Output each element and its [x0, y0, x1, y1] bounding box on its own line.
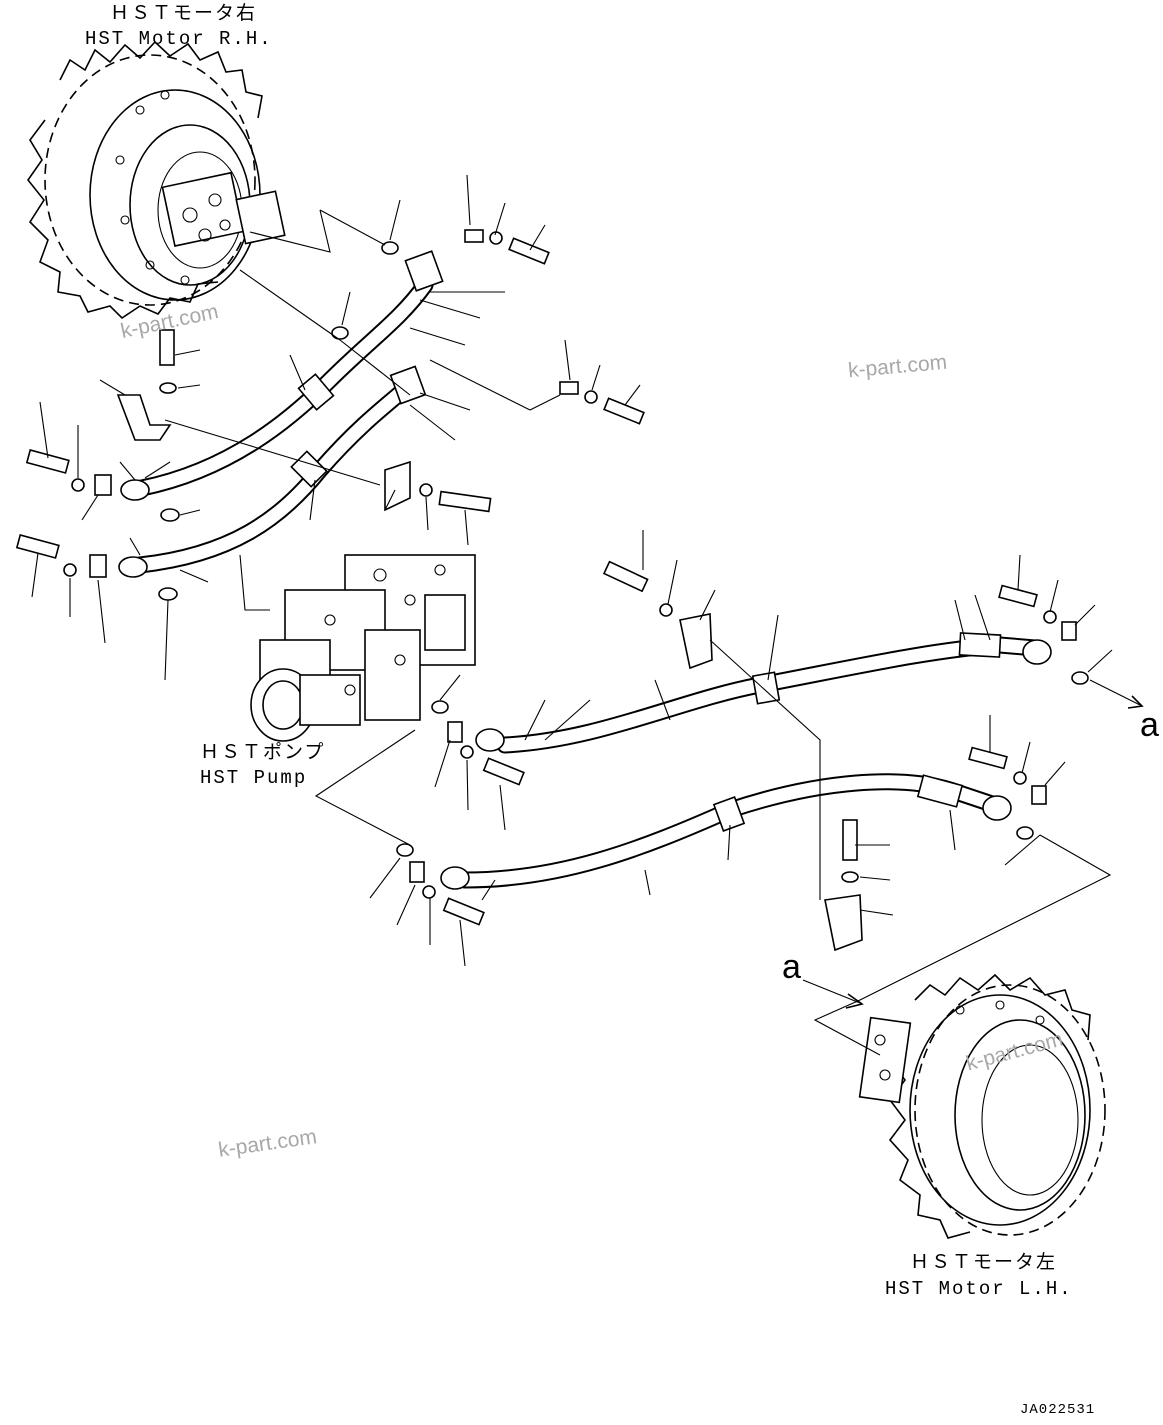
motor-lh-label-jp: ＨＳＴモータ左: [910, 1252, 1058, 1274]
motor-rh-label-en: HST Motor R.H.: [85, 28, 273, 50]
motor-rh-label-jp: ＨＳＴモータ右: [110, 3, 258, 25]
upper-hose-set: [118, 250, 444, 578]
motor-lh-label-en: HST Motor L.H.: [885, 1278, 1073, 1300]
leader-lines: [31, 174, 1144, 1056]
hst-motor-lh: [858, 973, 1106, 1239]
drawing-code: JA022531: [1020, 1402, 1096, 1418]
hst-pump: [250, 554, 476, 742]
lower-hose-set: [440, 632, 1052, 890]
pump-label-jp: ＨＳＴポンプ: [200, 742, 326, 764]
hst-motor-rh: [27, 40, 286, 320]
reference-mark-a-left: a: [782, 948, 801, 986]
reference-mark-a-right: a: [1140, 706, 1159, 744]
lower-fittings: [396, 560, 1089, 952]
pump-label-en: HST Pump: [200, 767, 308, 789]
upper-fittings: [15, 229, 645, 601]
